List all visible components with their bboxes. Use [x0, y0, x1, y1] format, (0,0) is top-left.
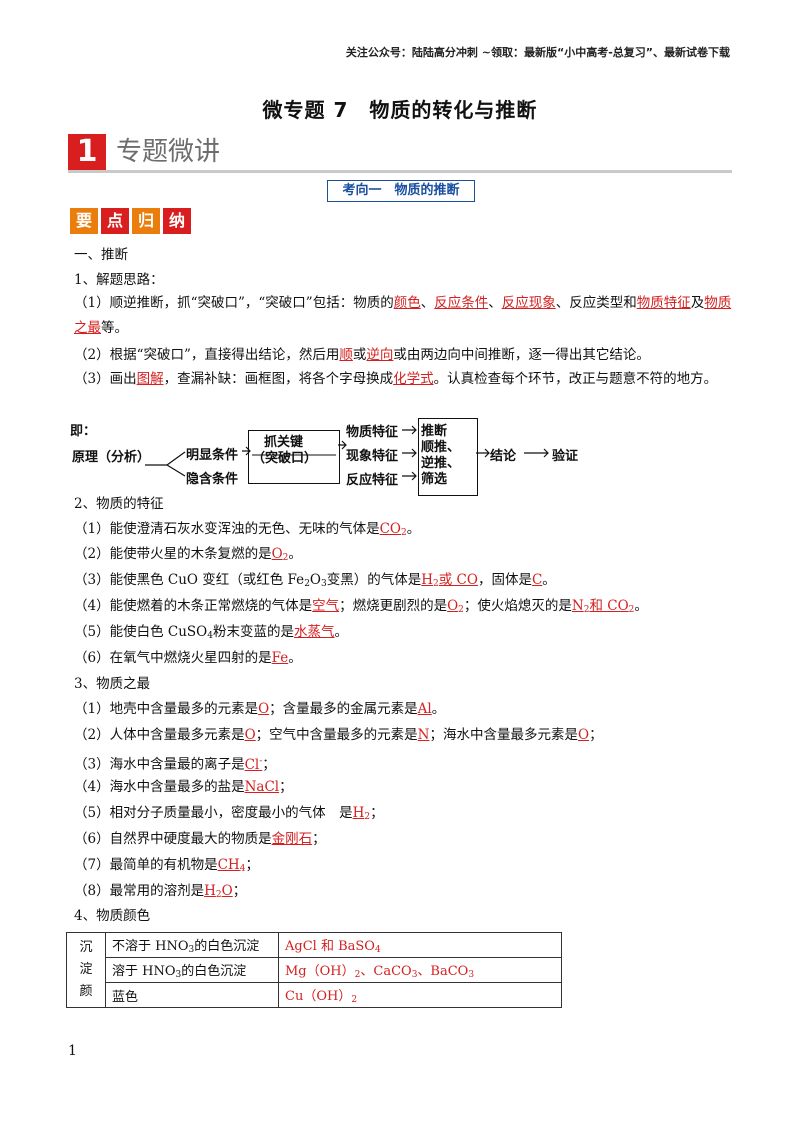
color-table: 沉淀颜 不溶于 HNO3的白色沉淀 AgCl 和 BaSO4 溶于 HNO3的白… — [66, 932, 562, 1008]
flow-infer-box — [418, 418, 478, 496]
flow-verify: 验证 — [552, 449, 579, 464]
s2-item-6: （6）在氧气中燃烧火星四射的是Fe。 — [74, 650, 302, 666]
flow-arrow-5 — [524, 448, 549, 458]
s3-item-1: （1）地壳中含量最多的元素是O；含量最多的金属元素是Al。 — [74, 701, 446, 717]
table-cell: 溶于 HNO3的白色沉淀 — [105, 957, 279, 983]
s3-item-8: （8）最常用的溶剂是H2O； — [74, 883, 247, 900]
flow-arrow-fork — [145, 451, 186, 477]
s3-item-4: （4）海水中含量最多的盐是NaCl； — [74, 779, 293, 795]
flow-key: 抓关键 — [264, 435, 304, 450]
flow-arrow-2 — [338, 440, 347, 450]
badge-2: 点 — [101, 208, 129, 234]
s1-heading: 一、推断 — [74, 247, 128, 263]
s4-heading: 4、物质颜色 — [74, 908, 151, 924]
table-row: 蓝色 Cu（OH）2 — [67, 982, 562, 1008]
badge-row: 要 点 归 纳 — [70, 208, 191, 234]
section-title: 专题微讲 — [116, 137, 221, 167]
table-cell: 不溶于 HNO3的白色沉淀 — [105, 932, 279, 958]
s3-heading: 3、物质之最 — [74, 676, 151, 692]
flow-infer1: 推断 — [421, 424, 448, 439]
s3-item-7: （7）最简单的有机物是CH4； — [74, 857, 259, 874]
table-cell: 蓝色 — [105, 982, 279, 1008]
flow-hidden: 隐含条件 — [186, 472, 239, 487]
s3-item-2: （2）人体中含量最多元素是O；空气中含量最多的元素是N；海水中含量最多元素是O； — [74, 727, 603, 743]
flow-feat1: 物质特征 — [346, 425, 399, 440]
s2-item-5: （5）能使白色 CuSO4粉末变蓝的是水蒸气。 — [74, 624, 348, 641]
s2-item-3: （3）能使黑色 CuO 变红（或红色 Fe2O3变黑）的气体是H2或 CO，固体… — [74, 572, 556, 589]
table-row: 溶于 HNO3的白色沉淀 Mg（OH）2、CaCO3、BaCO3 — [67, 957, 562, 983]
flow-obvious: 明显条件 — [186, 448, 239, 463]
section-number: 1 — [68, 134, 106, 170]
s3-item-3: （3）海水中含量最的离子是Cl-； — [74, 756, 276, 773]
section-divider — [68, 170, 732, 173]
table-row: 沉淀颜 不溶于 HNO3的白色沉淀 AgCl 和 BaSO4 — [66, 932, 562, 1008]
paragraph-2: （2）根据“突破口”，直接得出结论，然后用顺或逆向或由两边向中间推断，逐一得出其… — [74, 347, 650, 363]
s2-item-1: （1）能使澄清石灰水变浑浊的无色、无味的气体是CO2。 — [74, 521, 421, 538]
flow-infer3: 逆推、 — [421, 456, 461, 471]
s2-item-4: （4）能使燃着的木条正常燃烧的气体是空气；燃烧更剧烈的是O2；使火焰熄灭的是N2… — [74, 598, 648, 615]
flow-principle: 原理（分析） — [72, 450, 151, 465]
s1-sub: 1、解题思路： — [74, 272, 164, 288]
flow-ji: 即： — [70, 424, 97, 439]
badge-4: 纳 — [163, 208, 191, 234]
topic-box: 考向一 物质的推断 — [327, 180, 475, 202]
s2-item-2: （2）能使带火星的木条复燃的是O2。 — [74, 546, 302, 563]
s2-heading: 2、物质的特征 — [74, 496, 164, 512]
s3-item-5: （5）相对分子质量最小，密度最小的气体 是H2； — [74, 805, 384, 822]
table-group-cell: 沉淀颜 — [66, 932, 106, 1008]
flow-arrows-3 — [402, 425, 417, 481]
flow-infer2: 顺推、 — [421, 440, 461, 455]
badge-3: 归 — [132, 208, 160, 234]
table-cell: Mg（OH）2、CaCO3、BaCO3 — [278, 957, 562, 983]
paragraph-3: （3）画出图解，查漏补缺：画框图，将各个字母换成化学式。认真检查每个环节，改正与… — [74, 371, 718, 387]
paragraph-1: （1）顺逆推断，抓“突破口”，“突破口”包括：物质的颜色、反应条件、反应现象、反… — [74, 295, 732, 336]
flow-conclusion: 结论 — [490, 449, 517, 464]
flow-strike-line — [252, 454, 336, 456]
table-cell: AgCl 和 BaSO4 — [278, 932, 562, 958]
header-note: 关注公众号：陆陆高分冲刺 ~领取：最新版“小中高考-总复习”、最新试卷下载 — [345, 46, 730, 59]
page-number: 1 — [68, 1043, 77, 1059]
table-cell: Cu（OH）2 — [278, 982, 562, 1008]
flow-key-box — [248, 430, 340, 484]
badge-1: 要 — [70, 208, 98, 234]
flow-feat3: 反应特征 — [346, 473, 399, 488]
flow-infer4: 筛选 — [421, 472, 448, 487]
flow-arrow-4 — [476, 448, 490, 458]
page-title: 微专题 7 物质的转化与推断 — [262, 98, 538, 122]
s3-item-6: （6）自然界中硬度最大的物质是金刚石； — [74, 831, 326, 847]
flow-feat2: 现象特征 — [346, 449, 399, 464]
